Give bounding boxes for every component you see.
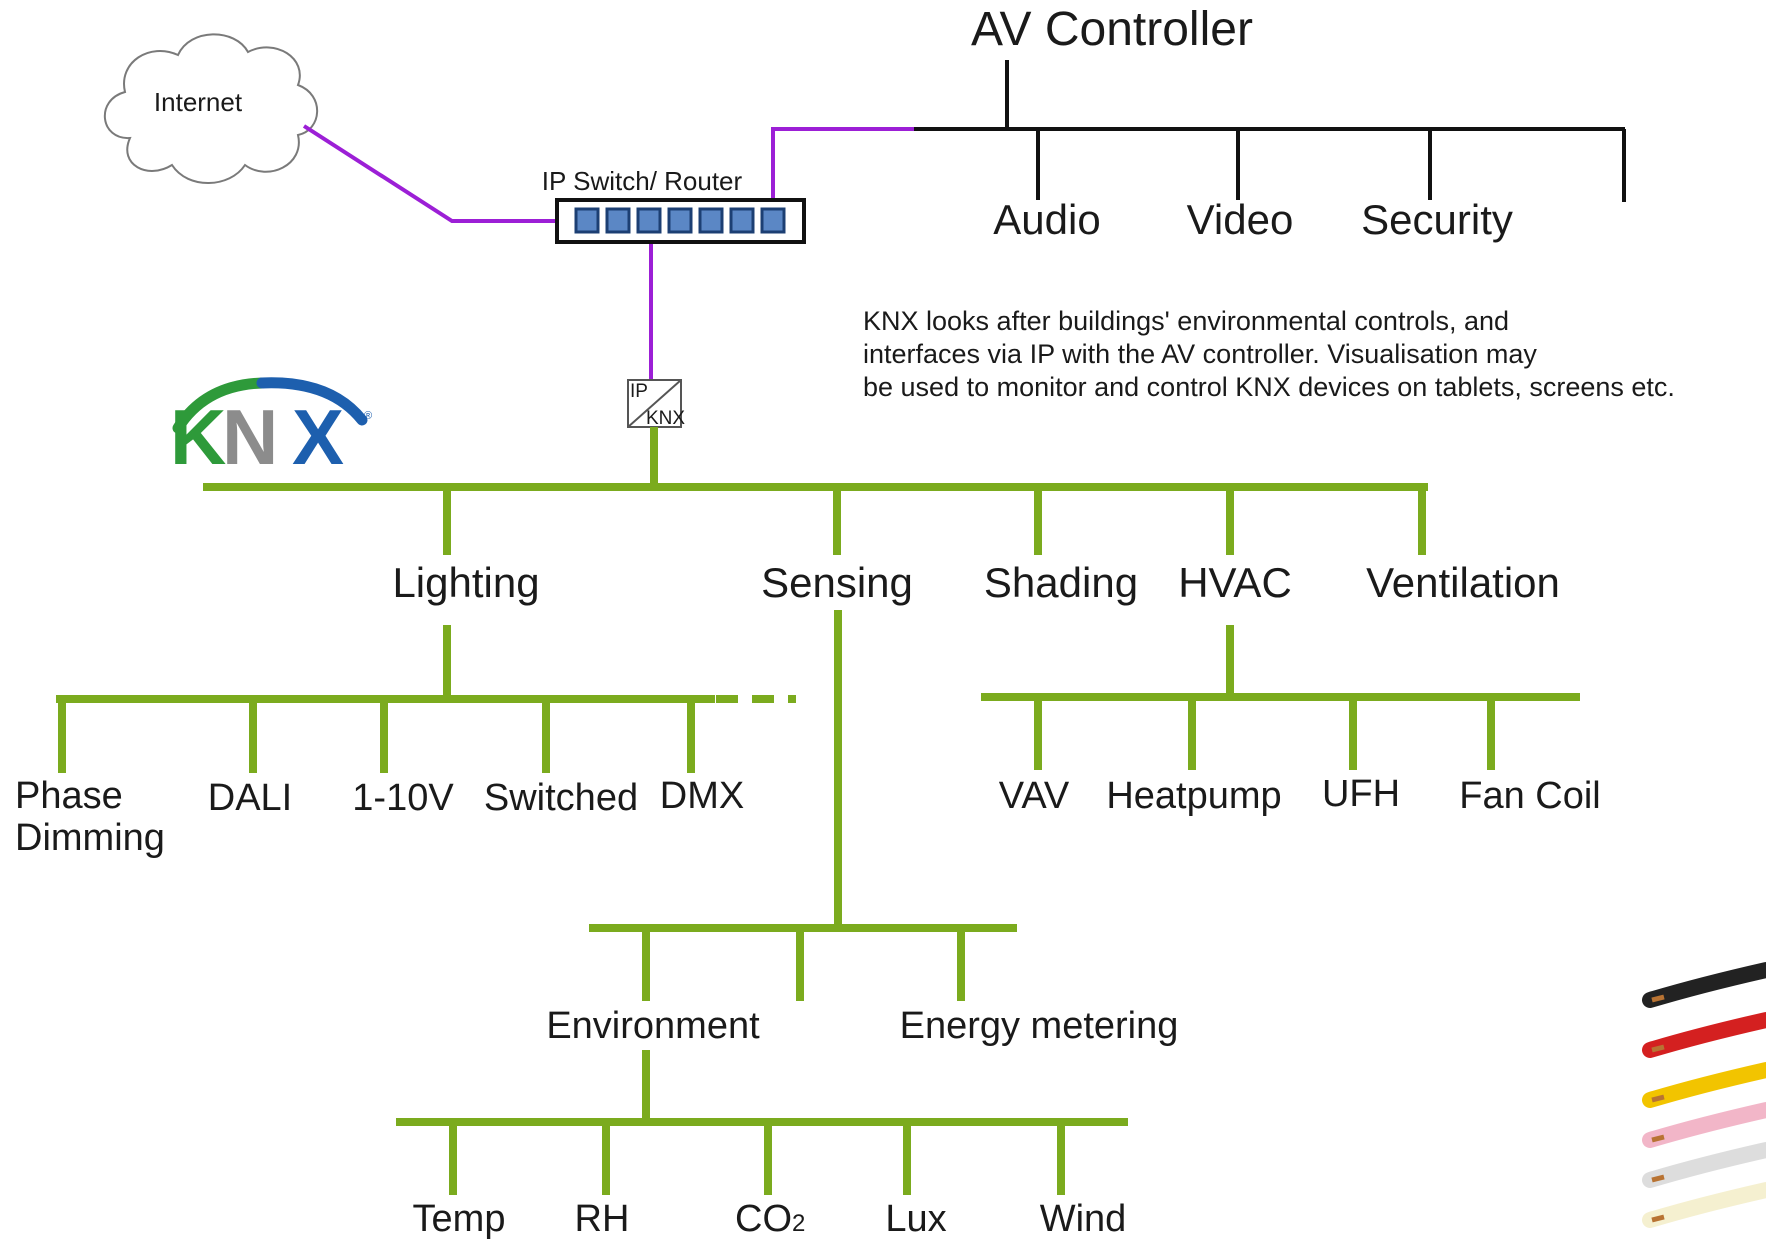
router-port [698,207,724,234]
sensing-tree [589,610,1017,1001]
router-port [605,207,631,234]
wire [1642,1102,1766,1148]
wire [1642,1142,1766,1188]
wire [1642,962,1766,1008]
wire [1642,1182,1766,1228]
router-ports [574,207,786,234]
wire [1642,1012,1766,1058]
wire-copper-tip [1651,994,1665,1003]
sensing-environment-label: Environment [546,1005,760,1047]
av-video-label: Video [1187,196,1294,243]
hvac-ufh-label: UFH [1322,773,1400,815]
environment-tree [396,1050,1128,1195]
av-link [771,127,914,221]
av-security-label: Security [1361,196,1513,243]
hvac-tree [981,625,1580,770]
logo-arc-green [172,377,268,434]
router-port [729,207,755,234]
env-co2-main: CO [735,1198,792,1240]
ip-knx-gateway: IP KNX [627,379,685,429]
router-label: IP Switch/ Router [542,166,743,196]
knx-bus [203,427,1428,555]
lighting-dmx-label: DMX [660,775,744,817]
lighting-1-10v-label: 1-10V [352,777,454,819]
logo-registered-mark: ® [364,410,372,422]
knx-logo: K N X ® [170,377,372,481]
env-co2-label: CO2 [735,1198,805,1240]
env-co2-subscript: 2 [792,1210,805,1237]
wire [1642,1062,1766,1108]
env-rh-label: RH [575,1198,630,1240]
router-port [760,207,786,234]
sensing-energy-metering-label: Energy metering [900,1005,1179,1047]
router-port [667,207,693,234]
gateway-knx-label: KNX [646,408,685,429]
av-audio-label: Audio [993,196,1100,243]
cable-wires-image [1642,962,1766,1228]
router-port [574,207,600,234]
logo-letter-k: K [170,393,226,481]
router: IP Switch/ Router [542,166,806,244]
env-lux-label: Lux [885,1198,946,1240]
wire-copper-tip [1651,1134,1665,1143]
internet-cloud: Internet [103,33,319,184]
logo-arc-blue [256,377,368,426]
router-port [636,207,662,234]
wire-copper-tip [1651,1094,1665,1103]
description-line-3: be used to monitor and control KNX devic… [863,372,1675,402]
description: KNX looks after buildings' environmental… [863,306,1675,402]
wire-copper-tip [1651,1174,1665,1183]
hvac-fan-coil-label: Fan Coil [1459,775,1601,817]
branch-lighting-label: Lighting [392,559,539,606]
av-controller: AV Controller Audio Video Security [914,3,1626,243]
branch-sensing-label: Sensing [761,559,913,606]
lighting-tree [56,625,796,773]
branch-hvac-label: HVAC [1178,559,1292,606]
description-line-2: interfaces via IP with the AV controller… [863,339,1537,369]
lighting-dali-label: DALI [208,777,292,819]
description-line-1: KNX looks after buildings' environmental… [863,306,1509,336]
lighting-dimming-label: Dimming [15,817,165,859]
wire-copper-tip [1651,1214,1665,1223]
branch-ventilation-label: Ventilation [1366,559,1560,606]
branch-shading-label: Shading [984,559,1138,606]
cloud-icon [103,33,319,184]
lighting-phase-label: Phase [15,775,123,817]
av-title: AV Controller [971,3,1253,56]
logo-letter-x: X [292,393,344,481]
logo-letter-n: N [222,393,278,481]
lighting-switched-label: Switched [484,777,638,819]
internet-label: Internet [154,87,243,117]
env-temp-label: Temp [413,1198,506,1240]
hvac-vav-label: VAV [999,775,1070,817]
internet-link [302,124,582,223]
env-wind-label: Wind [1040,1198,1127,1240]
wire-copper-tip [1651,1044,1665,1053]
gateway-ip-label: IP [630,381,648,402]
hvac-heatpump-label: Heatpump [1106,775,1281,817]
